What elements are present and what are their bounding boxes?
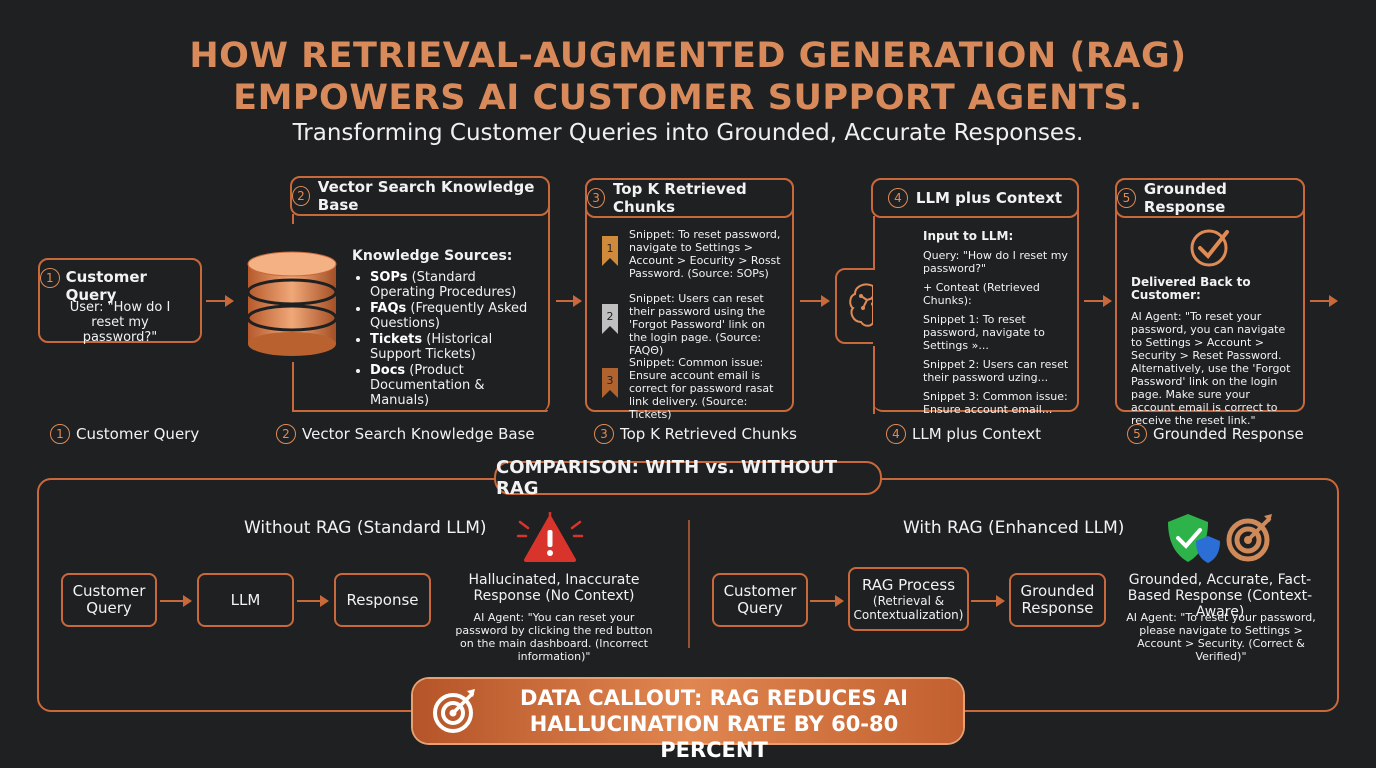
with-rag-process-box: RAG Process (Retrieval & Contextualizati… [848,567,969,631]
llm-snippet: Snippet 2: Users can reset their passwor… [923,358,1069,384]
step-number: 1 [40,268,60,288]
step-title: Top K Retrieved Chunks [613,180,747,216]
without-llm-box: LLM [197,573,294,627]
knowledge-sources: Knowledge Sources: SOPs (Standard Operat… [352,248,542,409]
flow-arrow [800,295,830,307]
without-rag-heading: Without RAG (Standard LLM) [244,518,487,538]
flow-arrow [971,595,1005,607]
rank-badge-2: 2 [602,304,618,338]
svg-text:3: 3 [607,374,614,387]
target-icon [433,689,475,733]
with-query-box: Customer Query [712,573,808,627]
warning-icon [516,512,584,562]
knowledge-base-box: 2 Vector Search Knowledge Base Knowledge… [290,176,550,412]
callout-text: DATA CALLOUT: RAG REDUCES AI HALLUCINATI… [519,686,908,762]
check-circle-icon [1190,229,1229,267]
svg-text:1: 1 [607,242,614,255]
flow-arrow [1084,295,1112,307]
llm-context-heading: + Conteat (Retrieved Chunks): [923,281,1040,307]
llm-query: Query: "How do I reset my password?" [923,249,1068,275]
llm-context-box: 4 LLM plus Context Input to LLM: Query: … [871,178,1079,416]
source-item: Tickets (Historical Support Tickets) [370,332,542,362]
step-title: Vector Search Knowledge Base [317,178,535,214]
with-result-text: AI Agent: "To reset your password, pleas… [1126,611,1316,663]
comparison-divider [688,520,690,648]
step-title: LLM plus Context [915,189,1063,207]
page-title-line2: EMPOWERS AI CUSTOMER SUPPORT AGENTS. [233,78,1143,118]
flow-arrow [556,295,582,307]
step-number: 2 [292,186,310,206]
comparison-title: COMPARISON: WITH vs. WITHOUT RAG [494,457,882,499]
database-icon [246,251,338,356]
flow-arrow [1310,295,1338,307]
page-subtitle: Transforming Customer Queries into Groun… [292,120,1084,146]
flow-arrow [810,595,844,607]
flow-arrow [297,595,329,607]
flow-arrow [160,595,192,607]
svg-text:2: 2 [607,310,614,323]
rank-badge-1: 1 [602,236,618,270]
without-query-box: Customer Query [61,573,157,627]
customer-query-box: 1 Customer Query User: "How do I reset m… [38,258,202,345]
with-rag-heading: With RAG (Enhanced LLM) [903,518,1125,538]
chunk-1: Snippet: To reset password, navigate to … [629,228,781,280]
query-text: User: "How do I reset my password?" [69,300,171,345]
retrieved-chunks-box: 3 Top K Retrieved Chunks 1 Snippet: To r… [585,178,794,421]
llm-snippet: Snippet 3: Common issue: Ensure account … [923,390,1068,416]
llm-snippet: Snippet 1: To reset password, navigate t… [923,313,1045,352]
delivered-text: AI Agent: "To reset your password, you c… [1131,310,1291,427]
delivered-heading: Delivered Back to Customer: [1131,275,1251,302]
without-result-text: AI Agent: "You can reset your password b… [455,611,653,663]
llm-input-heading: Input to LLM: [923,229,1014,243]
rank-badge-3: 3 [602,368,618,402]
grounded-response-box: 5 Grounded Response Delivered Back to Cu… [1115,178,1305,427]
flow-arrow [206,295,234,307]
step-number: 3 [587,188,606,208]
target-icon [1226,514,1272,562]
data-callout: DATA CALLOUT: RAG REDUCES AI HALLUCINATI… [413,679,963,762]
shield-check-icon [1168,514,1220,563]
chunk-2: Snippet: Users can reset their password … [629,292,766,357]
step-number: 5 [1117,188,1136,208]
step-number: 4 [887,188,908,208]
page-title-line1: HOW RETRIEVAL-AUGMENTED GENERATION (RAG) [189,36,1187,76]
step-title: Grounded Response [1143,180,1227,216]
source-item: FAQs (Frequently Asked Questions) [370,301,542,331]
knowledge-heading: Knowledge Sources: [352,248,513,264]
with-result-title: Grounded, Accurate, Fact-Based Response … [1127,572,1313,620]
step-title: Customer Query [65,268,147,304]
source-item: Docs (Product Documentation & Manuals) [370,363,542,408]
chunk-3: Snippet: Common issue: Ensure account em… [629,356,774,421]
with-grounded-box: Grounded Response [1009,573,1106,627]
source-item: SOPs (Standard Operating Procedures) [370,270,542,300]
without-response-box: Response [334,573,431,627]
without-result-title: Hallucinated, Inaccurate Response (No Co… [468,572,640,604]
